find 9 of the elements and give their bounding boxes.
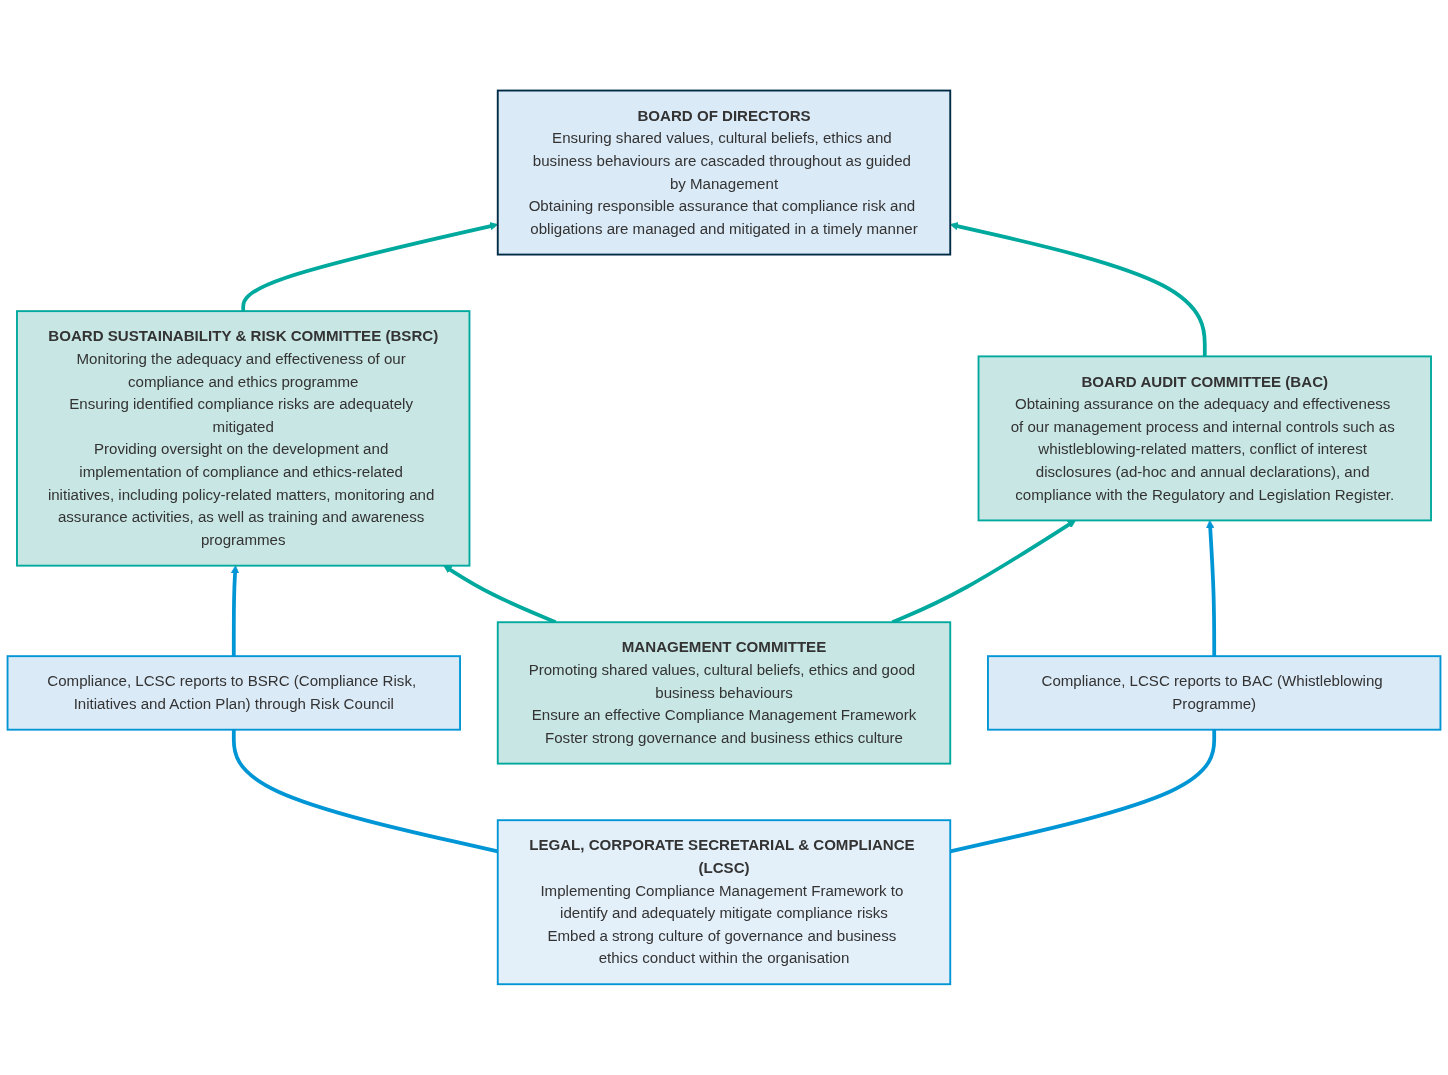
arrow	[1206, 520, 1217, 657]
node-box: BOARD SUSTAINABILITY & RISK COMMITTEE (BSRC) Monitoring the adequacy and effectiveness of our compliance and ethics programme Ensuring identified compliance risks are adequately mitigated Providing oversight on the development and implementation of compliance and ethics-related initiatives, including policy-related matters, monitoring and assurance activities, as well as training and awareness programmes	[16, 310, 471, 567]
arrow	[230, 565, 240, 657]
node-box: Compliance, LCSC reports to BSRC (Compliance Risk, Initiatives and Action Plan) through Risk Council	[6, 655, 461, 731]
node-box: LEGAL, CORPORATE SECRETARIAL & COMPLIANCE (LCSC) Implementing Compliance Management Framework to identify and adequately mitigate compliance risks Embed a strong culture of governance and business ethics conduct within the organisation	[496, 819, 952, 986]
node-box: BOARD AUDIT COMMITTEE (BAC) Obtaining assurance on the adequacy and effectiveness of our management process and internal controls such as whistleblowing-related matters, conflict of interest disclosures (ad-hoc and annual declarations), and compliance with the Regulatory and Legislation Register.	[977, 355, 1432, 522]
node-box: Compliance, LCSC reports to BAC (Whistleblowing Programme)	[987, 655, 1442, 731]
node-box: MANAGEMENT COMMITTEE Promoting shared values, cultural beliefs, ethics and good business behaviours Ensure an effective Compliance Management Framework Foster strong governance and business ethics culture	[496, 621, 952, 765]
node-box: BOARD OF DIRECTORS Ensuring shared values, cultural beliefs, ethics and business behaviours are cascaded throughout as guided by Management Obtaining responsible assurance that compliance risk and obligations are managed and mitigated in a timely manner	[496, 89, 952, 256]
